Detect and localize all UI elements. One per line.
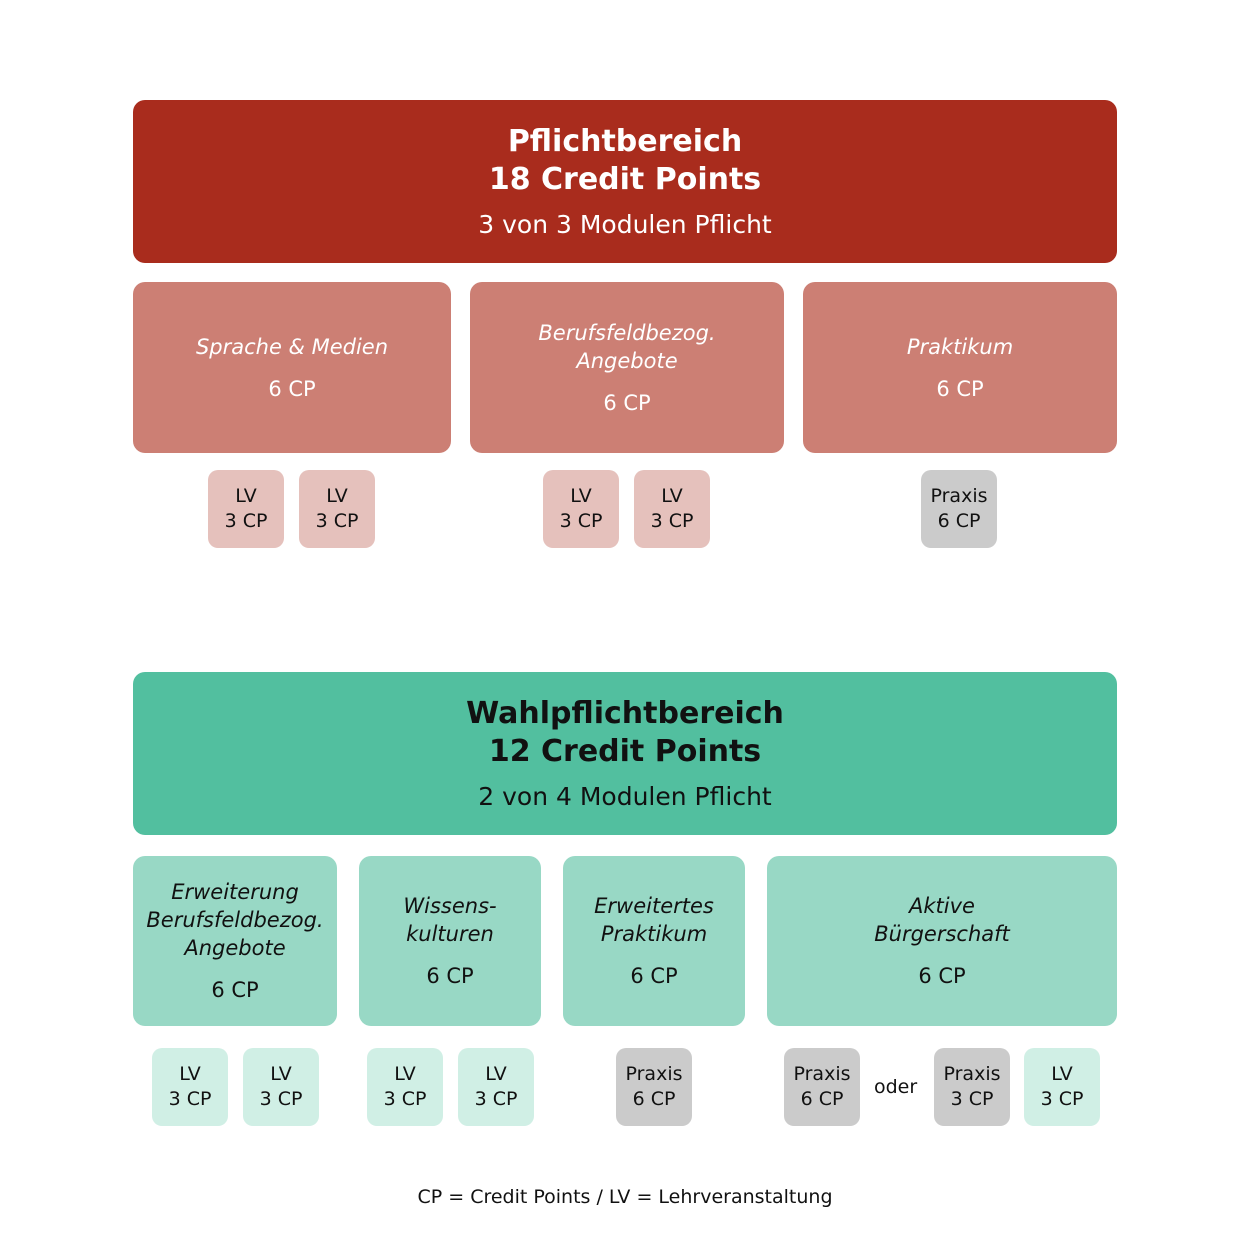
pflicht-credits: 18 Credit Points [488,161,762,197]
module-wissenskulturen: Wissens- kulturen 6 CP [359,856,541,1026]
unit-type: Praxis [793,1063,851,1085]
unit-lv: LV 3 CP [458,1048,534,1126]
module-name: Praktikum [906,334,1014,359]
unit-type: LV [179,1063,201,1085]
module-name: Sprache & Medien [195,334,389,359]
unit-type: LV [570,485,592,507]
unit-praxis: Praxis 6 CP [921,470,997,548]
unit-lv: LV 3 CP [367,1048,443,1126]
module-name: Wissens- kulturen [403,894,497,946]
pflicht-header: Pflichtbereich 18 Credit Points 3 von 3 … [133,100,1117,263]
module-name: Erweiterung Berufsfeldbezog. Angebote [146,880,324,960]
module-cp: 6 CP [211,978,259,1002]
unit-cp: 3 CP [474,1088,518,1110]
module-cp: 6 CP [630,964,678,988]
module-name: Erweitertes Praktikum [594,894,714,946]
unit-cp: 3 CP [383,1088,427,1110]
module-cp: 6 CP [603,390,651,415]
unit-cp: 6 CP [937,510,981,532]
unit-type: LV [661,485,683,507]
module-sprache-medien: Sprache & Medien 6 CP [133,282,451,453]
unit-lv: LV 3 CP [1024,1048,1100,1126]
unit-type: LV [235,485,257,507]
unit-cp: 3 CP [559,510,603,532]
unit-cp: 3 CP [950,1088,994,1110]
unit-lv: LV 3 CP [634,470,710,548]
wahlpflicht-credits: 12 Credit Points [488,733,762,769]
unit-praxis: Praxis 6 CP [784,1048,860,1126]
unit-cp: 3 CP [315,510,359,532]
module-erweiterung: Erweiterung Berufsfeldbezog. Angebote 6 … [133,856,337,1026]
wahlpflicht-rule: 2 von 4 Modulen Pflicht [478,781,772,811]
unit-lv: LV 3 CP [208,470,284,548]
unit-type: Praxis [625,1063,683,1085]
or-label: oder [874,1076,918,1098]
unit-cp: 6 CP [632,1088,676,1110]
wahlpflicht-title: Wahlpflichtbereich [466,695,784,731]
pflicht-title: Pflichtbereich [507,123,743,159]
unit-type: LV [326,485,348,507]
unit-cp: 3 CP [650,510,694,532]
unit-cp: 3 CP [1040,1088,1084,1110]
unit-lv: LV 3 CP [152,1048,228,1126]
unit-type: Praxis [943,1063,1001,1085]
unit-cp: 3 CP [259,1088,303,1110]
unit-type: LV [394,1063,416,1085]
unit-praxis: Praxis 6 CP [616,1048,692,1126]
legend: CP = Credit Points / LV = Lehrveranstalt… [417,1186,833,1208]
unit-type: LV [270,1063,292,1085]
unit-lv: LV 3 CP [543,470,619,548]
module-erweitertes-praktikum: Erweitertes Praktikum 6 CP [563,856,745,1026]
unit-lv: LV 3 CP [243,1048,319,1126]
module-praktikum: Praktikum 6 CP [803,282,1117,453]
unit-praxis: Praxis 3 CP [934,1048,1010,1126]
module-berufsfeld: Berufsfeldbezog. Angebote 6 CP [470,282,784,453]
pflicht-rule: 3 von 3 Modulen Pflicht [478,209,772,239]
module-aktive-buergerschaft: Aktive Bürgerschaft 6 CP [767,856,1117,1026]
unit-type: Praxis [930,485,988,507]
module-name: Berufsfeldbezog. Angebote [538,320,716,373]
unit-type: LV [1051,1063,1073,1085]
unit-cp: 6 CP [800,1088,844,1110]
unit-cp: 3 CP [224,510,268,532]
module-name: Aktive Bürgerschaft [874,894,1010,946]
unit-lv: LV 3 CP [299,470,375,548]
module-cp: 6 CP [918,964,966,988]
module-cp: 6 CP [426,964,474,988]
wahlpflicht-header: Wahlpflichtbereich 12 Credit Points 2 vo… [133,672,1117,835]
module-cp: 6 CP [936,376,984,401]
unit-type: LV [485,1063,507,1085]
module-cp: 6 CP [268,376,316,401]
unit-cp: 3 CP [168,1088,212,1110]
